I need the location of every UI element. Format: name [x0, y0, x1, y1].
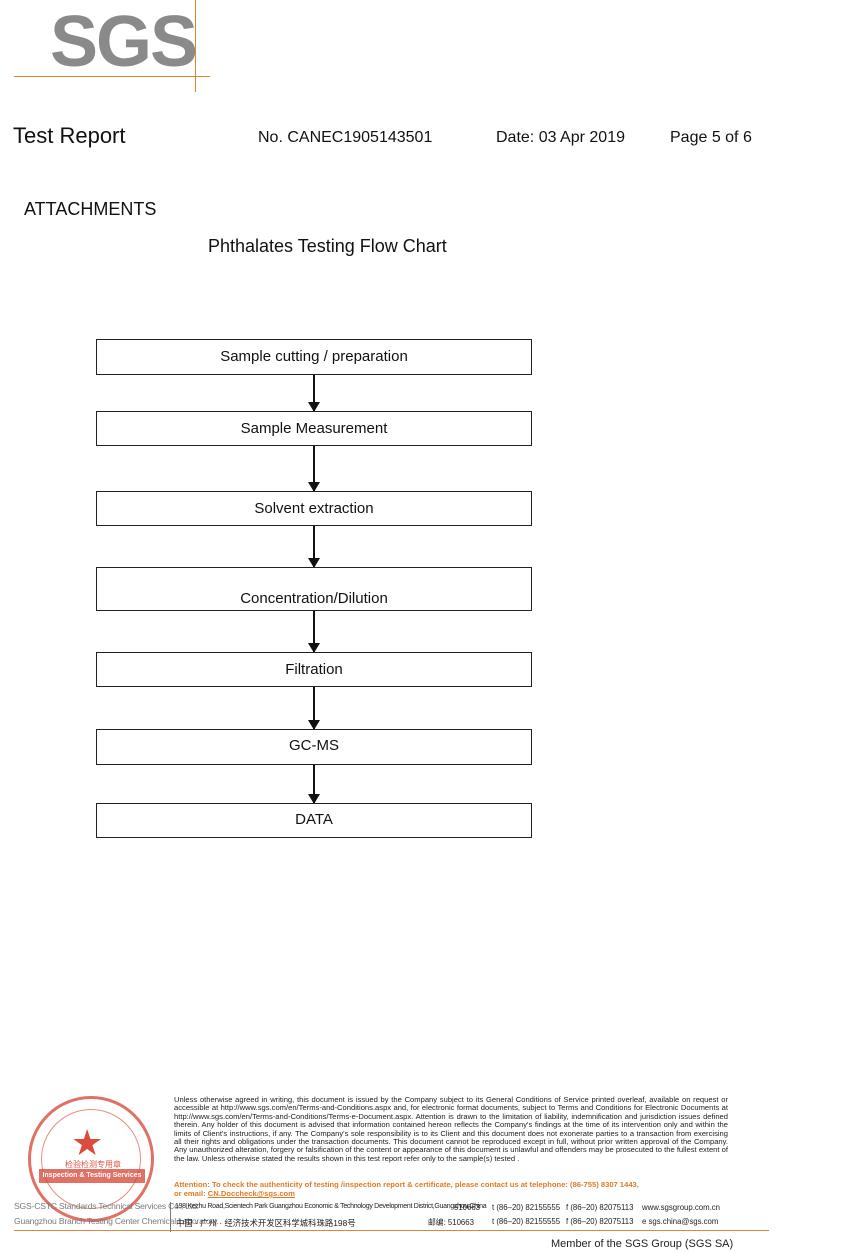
fax-2: f (86–20) 82075113	[566, 1217, 634, 1226]
section-heading: ATTACHMENTS	[24, 199, 157, 219]
report-date: Date: 03 Apr 2019	[496, 129, 625, 146]
company-seal: ★ 检验检测专用章 Inspection & Testing Services	[28, 1096, 154, 1222]
flow-step: Sample cutting / preparation	[96, 339, 532, 375]
flow-step: Concentration/Dilution	[96, 567, 532, 611]
flow-chart: Sample cutting / preparation Sample Meas…	[96, 339, 532, 838]
address-chinese: 中国 · 广州 · 经济技术开发区科学城科珠路198号	[176, 1218, 356, 1228]
flow-step: DATA	[96, 803, 532, 838]
seal-inner-ring	[41, 1109, 141, 1209]
lab-name-line1: SGS-CSTC Standards Technical Services Co…	[14, 1201, 199, 1211]
flow-step: Solvent extraction	[96, 491, 532, 526]
flow-chart-title: Phthalates Testing Flow Chart	[208, 236, 447, 256]
star-icon: ★	[71, 1122, 104, 1163]
china-email-link[interactable]: e sgs.china@sgs.com	[642, 1217, 719, 1226]
report-number: No. CANEC1905143501	[258, 129, 433, 146]
website-link[interactable]: www.sgsgroup.com.cn	[642, 1203, 720, 1212]
address-divider	[170, 1202, 171, 1232]
report-title: Test Report	[13, 123, 126, 148]
flow-step: Sample Measurement	[96, 411, 532, 446]
address-english: 198 Kezhu Road,Scientech Park Guangzhou …	[175, 1203, 487, 1210]
lab-name-line2: Guangzhou Branch Testing Center Chemical…	[14, 1216, 219, 1226]
doccheck-email-link[interactable]: CN.Doccheck@sgs.com	[207, 1189, 295, 1198]
logo-rule-vertical	[195, 0, 196, 92]
sgs-logo: SGS	[14, 0, 214, 95]
logo-rule-horizontal	[14, 76, 210, 77]
flow-arrow	[308, 375, 320, 412]
flow-arrow	[308, 687, 320, 730]
seal-chinese-text: 检验检测专用章	[65, 1160, 121, 1169]
telephone-2: t (86–20) 82155555	[492, 1217, 561, 1226]
footer-rule	[14, 1230, 769, 1231]
fax: f (86–20) 82075113	[566, 1203, 634, 1212]
membership-note: Member of the SGS Group (SGS SA)	[551, 1238, 734, 1250]
telephone: t (86–20) 82155555	[492, 1203, 561, 1212]
flow-arrow	[308, 446, 320, 492]
email-prefix: or email:	[174, 1189, 208, 1198]
flow-arrow	[308, 526, 320, 568]
flow-step: Filtration	[96, 652, 532, 687]
zip-english: 510663	[454, 1203, 481, 1212]
page-number: Page 5 of 6	[670, 129, 752, 146]
seal-band: Inspection & Testing Services	[39, 1169, 145, 1183]
legal-disclaimer: Unless otherwise agreed in writing, this…	[174, 1095, 728, 1163]
logo-text: SGS	[50, 2, 198, 82]
flow-arrow	[308, 765, 320, 804]
flow-arrow	[308, 611, 320, 653]
zip-chinese: 邮编: 510663	[428, 1218, 474, 1227]
authenticity-notice: Attention: To check the authenticity of …	[174, 1180, 734, 1198]
flow-step: GC-MS	[96, 729, 532, 765]
attention-text: Attention: To check the authenticity of …	[174, 1180, 639, 1189]
